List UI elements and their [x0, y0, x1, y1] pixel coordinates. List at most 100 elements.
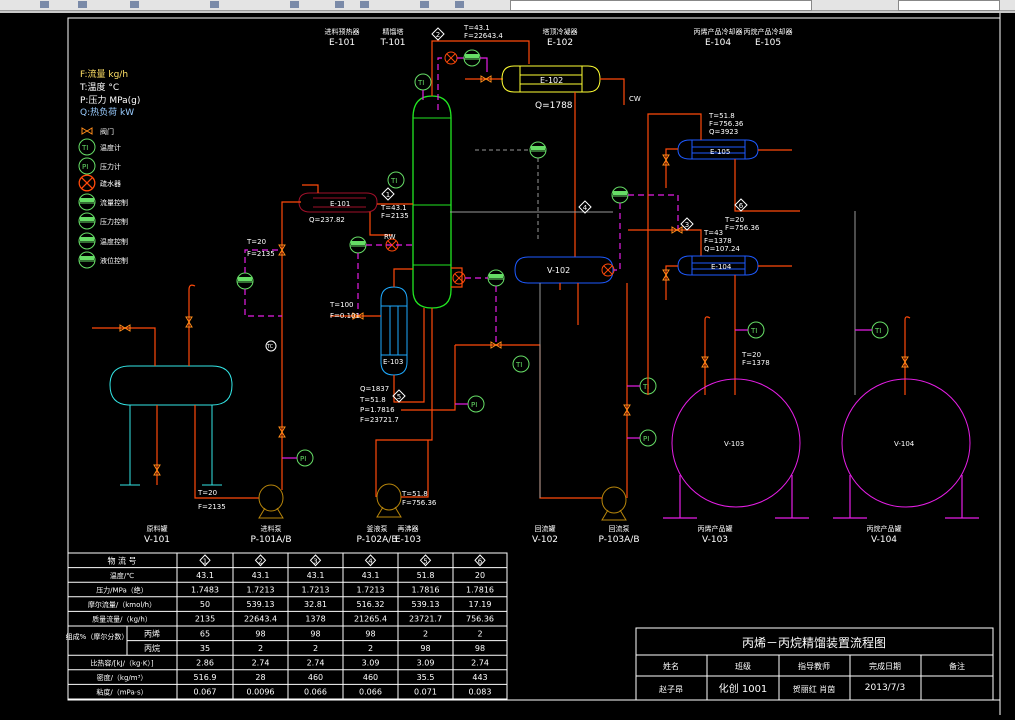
flow-controller-icon [78, 193, 96, 211]
pump-p101 [258, 484, 284, 519]
stream-annotation: T=20 [724, 216, 744, 224]
legend-label: 温度计 [100, 143, 121, 152]
stream-annotation: T=100 [329, 301, 354, 309]
table-cell: 32.81 [304, 600, 327, 609]
pump-p103 [601, 486, 627, 521]
stream-number-diamond [254, 554, 267, 567]
pi-label: PI [643, 435, 649, 443]
table-cell: 1.7213 [247, 586, 275, 595]
stream-annotation: T=20 [741, 351, 761, 359]
toolbar-icon[interactable] [130, 1, 139, 8]
product-tank-v103 [671, 378, 801, 508]
temperature-controller-icon [78, 232, 96, 250]
equipment-labels-top: 进料预热器 E-101 精馏塔 T-101 塔顶冷凝器 E-102 丙烯产品冷却… [325, 27, 793, 48]
legend: F:流量 kg/h T:温度 °C P:压力 MPa(g) Q:热负荷 kW 阀… [78, 68, 140, 269]
equipment-name: 精馏塔 [383, 27, 404, 36]
stream-annotation: F=756.36 [709, 120, 744, 128]
row-label: 比热容/[kJ/（kg·K）] [90, 659, 153, 668]
pump-p102 [376, 483, 402, 518]
ti-label: TI [874, 327, 881, 335]
toolbar-icon[interactable] [78, 1, 87, 8]
toolbar-separator [0, 11, 1015, 13]
toolbar-icon[interactable] [40, 1, 49, 8]
table-header: 4 [368, 557, 373, 565]
toolbar-icon[interactable] [290, 1, 299, 8]
table-cell: 1.7816 [466, 586, 494, 595]
table-header: 3 [313, 557, 317, 565]
flow-controller [236, 272, 254, 290]
row-label: 密度/（kg/m³） [97, 673, 148, 682]
drawing-title: 丙烯－丙烷精馏装置流程图 [742, 635, 886, 650]
layer-dropdown[interactable] [510, 0, 812, 11]
equipment-tag: V-101 [144, 535, 170, 545]
stream-annotation: T=43.1 [380, 204, 407, 212]
table-cell: 0.0096 [247, 688, 275, 697]
legend-label: 温度控制 [100, 237, 128, 246]
trap-icon [601, 263, 615, 277]
stream-annotation: F=0.101 [330, 312, 360, 320]
row-group-label: 组成%（摩尔分数） [66, 632, 129, 641]
raw-feed-line [92, 327, 156, 366]
valve-icon [81, 127, 93, 135]
table-cell: 98 [310, 629, 320, 638]
row-label: 压力/MPa（绝） [96, 586, 148, 595]
vessel-label: E-105 [710, 148, 730, 156]
stream-annotation: F=756.36 [725, 224, 760, 232]
equipment-tag: E-101 [329, 38, 355, 48]
stream-annotation: F=22643.4 [464, 32, 503, 40]
toolbar-icon[interactable] [420, 1, 429, 8]
legend-label: 压力计 [100, 162, 121, 171]
equipment-name: 进料预热器 [325, 27, 360, 36]
row-label: 摩尔流量/（kmol/h） [88, 600, 156, 609]
overhead-vapor-line [431, 40, 530, 96]
table-cell: 1.7816 [412, 586, 440, 595]
legend-label: 液位控制 [100, 256, 128, 265]
stream-annotation: Q=3923 [709, 128, 738, 136]
table-cell: 756.36 [466, 615, 494, 624]
style-dropdown[interactable] [898, 0, 1000, 11]
stream-number: 4 [583, 204, 588, 212]
table-cell: 516.32 [357, 600, 385, 609]
table-cell: 2.74 [471, 659, 489, 668]
cooler-e104 [677, 255, 759, 276]
bottoms-line [375, 308, 433, 497]
table-cell: 2 [258, 644, 263, 653]
table-cell: 0.083 [469, 688, 492, 697]
equipment-tag: V-103 [702, 535, 728, 545]
stream-number: 2 [436, 31, 440, 39]
vessel-label: E-103 [383, 358, 403, 366]
table-cell: 2135 [195, 615, 215, 624]
feed-line [281, 201, 301, 485]
table-cell: 43.1 [252, 571, 270, 580]
signal-line [480, 57, 488, 72]
stream-number-diamond [199, 554, 211, 567]
table-cell: 516.9 [194, 673, 217, 682]
pressure-controller [463, 49, 481, 67]
toolbar-icon[interactable] [335, 1, 344, 8]
toolbar-icon[interactable] [360, 1, 369, 8]
table-cell: 460 [363, 673, 378, 682]
table-cell: 0.066 [359, 688, 382, 697]
equipment-tag: E-105 [755, 38, 781, 48]
stream-annotation: F=23721.7 [360, 416, 399, 424]
table-cell: 65 [200, 629, 210, 638]
equipment-name: 丙烯产品罐 [698, 524, 733, 533]
legend-unit: F:流量 kg/h [80, 68, 128, 80]
stream-number-diamond [309, 554, 322, 567]
legend-unit: P:压力 MPa(g) [80, 94, 140, 106]
toolbar-icon[interactable] [455, 1, 464, 8]
equipment-name: 再沸器 [398, 524, 419, 533]
stream-annotation: F=2135 [381, 212, 409, 220]
table-cell: 0.071 [414, 688, 437, 697]
title-header: 班级 [735, 661, 751, 671]
row-label: 质量流量/（kg/h） [92, 615, 152, 624]
toolbar-icon[interactable] [210, 1, 219, 8]
equipment-name: 塔顶冷凝器 [543, 27, 578, 36]
table-cell: 98 [420, 644, 430, 653]
table-cell: 3.09 [417, 659, 435, 668]
stream-number-diamond [474, 554, 486, 567]
row-label: 温度/℃ [110, 571, 134, 580]
cw-return-line [600, 78, 625, 105]
pressure-controller-icon [78, 212, 96, 230]
